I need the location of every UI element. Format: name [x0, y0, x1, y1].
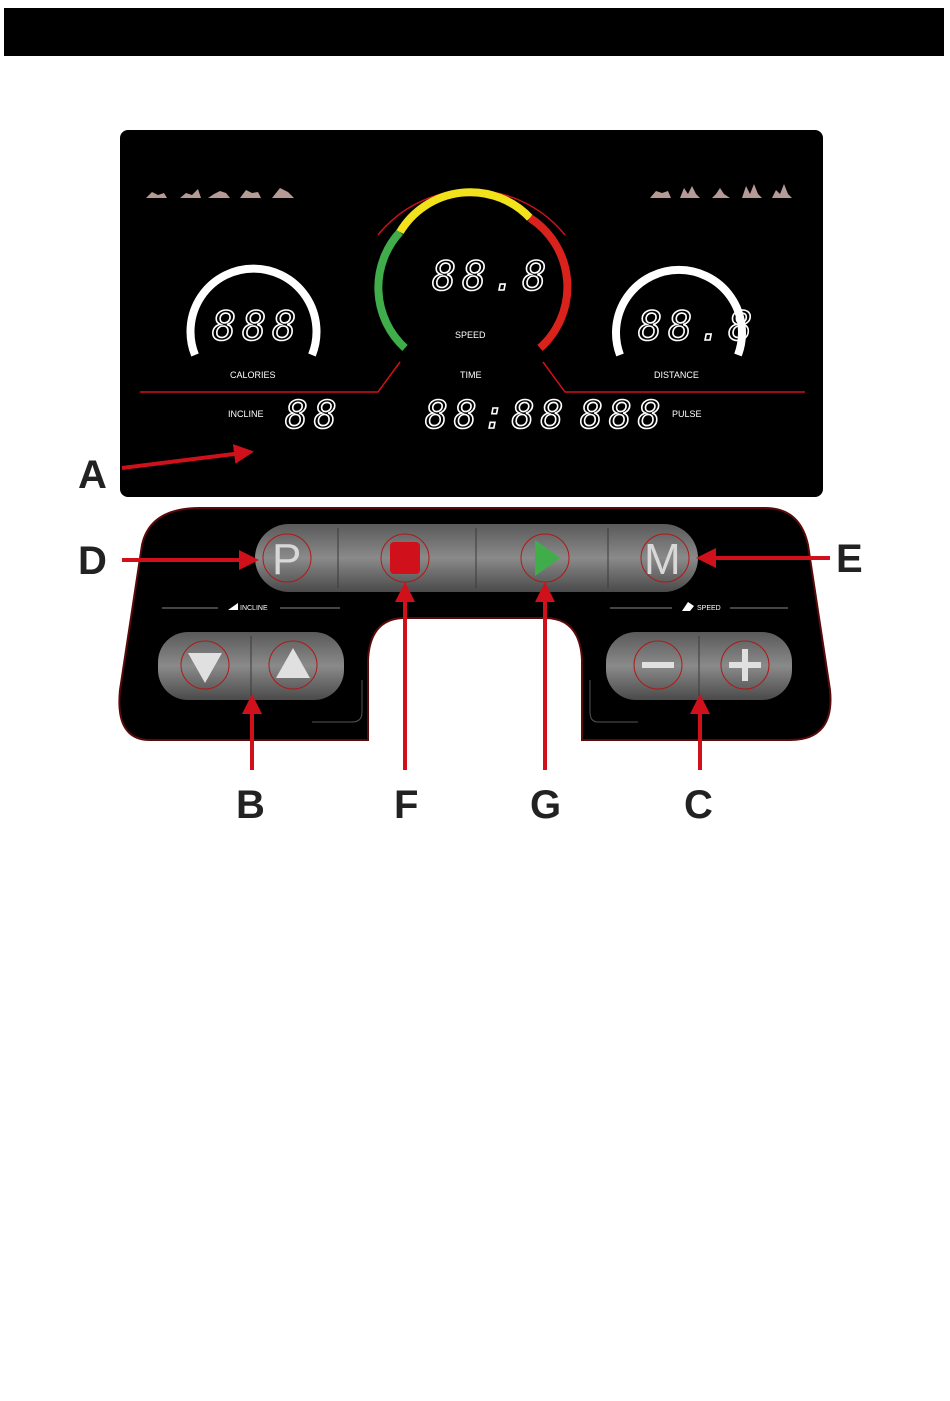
- pulse-readout: 888: [580, 393, 667, 437]
- minus-icon: [642, 662, 674, 668]
- program-glyph: P: [272, 535, 301, 584]
- speed-readout: 88.8: [432, 254, 552, 300]
- distance-readout: 88.8: [638, 304, 758, 350]
- distance-label: DISTANCE: [654, 370, 699, 380]
- time-readout: 88:88: [425, 393, 569, 437]
- callout-e: E: [836, 537, 863, 581]
- mode-glyph: M: [644, 535, 681, 584]
- callout-a: A: [78, 453, 107, 497]
- callout-b: B: [236, 783, 265, 827]
- calories-label: CALORIES: [230, 370, 276, 380]
- time-label: TIME: [460, 370, 482, 380]
- callout-d: D: [78, 539, 107, 583]
- speed-label: SPEED: [455, 330, 486, 340]
- keypad-panel: P M INCLINE SPE: [119, 508, 830, 740]
- pulse-label: PULSE: [672, 409, 702, 419]
- stop-icon: [390, 542, 420, 574]
- calories-readout: 888: [212, 304, 302, 350]
- lcd-display: 88.8 SPEED 888 CALORIES 88.8 DISTANCE TI…: [120, 130, 823, 497]
- incline-readout: 88: [285, 393, 343, 437]
- callout-g: G: [530, 783, 561, 827]
- incline-label: INCLINE: [228, 409, 264, 419]
- callout-c: C: [684, 783, 713, 827]
- callout-f: F: [394, 783, 418, 827]
- incline-group-label: INCLINE: [240, 605, 268, 612]
- speed-group-label: SPEED: [697, 605, 721, 612]
